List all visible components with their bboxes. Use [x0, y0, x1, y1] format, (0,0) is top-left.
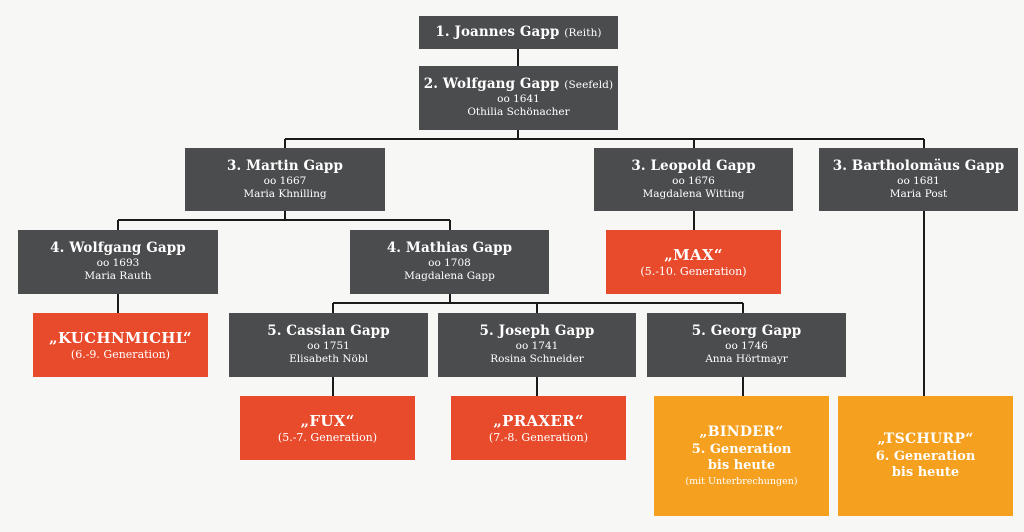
- person-georg-gapp: 5. Georg Gapp oo 1746 Anna Hörtmayr: [647, 313, 846, 377]
- spouse-name: Maria Khnilling: [243, 187, 327, 200]
- generation-start: 6. Generation: [875, 448, 976, 464]
- spouse-name: Maria Rauth: [84, 270, 152, 283]
- generation-range: (7.-8. Generation): [488, 430, 589, 444]
- marriage-year: oo 1641: [497, 93, 540, 106]
- person-cassian-gapp: 5. Cassian Gapp oo 1751 Elisabeth Nöbl: [229, 313, 428, 377]
- housename-label: „MAX“: [664, 245, 723, 264]
- person-name: 4. Wolfgang Gapp: [50, 240, 186, 257]
- marriage-year: oo 1746: [725, 340, 768, 353]
- person-martin-gapp: 3. Martin Gapp oo 1667 Maria Khnilling: [185, 148, 385, 211]
- person-bartholomaeus-gapp: 3. Bartholomäus Gapp oo 1681 Maria Post: [819, 148, 1018, 211]
- generation-note: (mit Unterbrechungen): [685, 476, 798, 488]
- housename-label: „FUX“: [300, 411, 355, 430]
- housename-label: „TSCHURP“: [877, 431, 974, 447]
- housename-tschurp: „TSCHURP“ 6. Generation bis heute: [838, 396, 1013, 516]
- spouse-name: Maria Post: [889, 187, 948, 200]
- housename-binder: „BINDER“ 5. Generation bis heute (mit Un…: [654, 396, 829, 516]
- housename-label: „KUCHNMICHL“: [49, 328, 192, 347]
- marriage-year: oo 1676: [672, 174, 715, 187]
- marriage-year: oo 1708: [428, 257, 471, 270]
- spouse-name: Othilia Schönacher: [467, 106, 570, 119]
- generation-until: bis heute: [891, 464, 960, 480]
- person-joseph-gapp: 5. Joseph Gapp oo 1741 Rosina Schneider: [438, 313, 636, 377]
- marriage-year: oo 1751: [307, 340, 350, 353]
- spouse-name: Rosina Schneider: [490, 353, 584, 366]
- housename-label: „PRAXER“: [493, 411, 584, 430]
- generation-range: (5.-7. Generation): [277, 430, 378, 444]
- person-name: 1. Joannes Gapp: [435, 24, 560, 41]
- spouse-name: Magdalena Witting: [642, 187, 745, 200]
- marriage-year: oo 1693: [96, 257, 140, 270]
- generation-until: bis heute: [707, 457, 776, 473]
- person-name: 5. Cassian Gapp: [267, 323, 390, 340]
- housename-fux: „FUX“ (5.-7. Generation): [240, 396, 415, 460]
- housename-praxer: „PRAXER“ (7.-8. Generation): [451, 396, 626, 460]
- person-name: 5. Joseph Gapp: [479, 323, 595, 340]
- person-mathias-gapp: 4. Mathias Gapp oo 1708 Magdalena Gapp: [350, 230, 549, 294]
- person-name: 3. Martin Gapp: [226, 157, 344, 174]
- housename-label: „BINDER“: [699, 424, 784, 441]
- person-leopold-gapp: 3. Leopold Gapp oo 1676 Magdalena Wittin…: [594, 148, 793, 211]
- generation-start: 5. Generation: [691, 441, 792, 457]
- person-wolfgang-gapp-2: 2. Wolfgang Gapp (Seefeld) oo 1641 Othil…: [419, 66, 618, 130]
- housename-max: „MAX“ (5.-10. Generation): [606, 230, 781, 294]
- person-place: (Reith): [564, 27, 602, 40]
- generation-range: (5.-10. Generation): [640, 264, 747, 278]
- person-name: 3. Leopold Gapp: [631, 157, 756, 174]
- person-name: 3. Bartholomäus Gapp: [832, 157, 1005, 174]
- spouse-name: Magdalena Gapp: [404, 270, 495, 283]
- marriage-year: oo 1681: [897, 174, 940, 187]
- person-wolfgang-gapp-4: 4. Wolfgang Gapp oo 1693 Maria Rauth: [18, 230, 218, 294]
- spouse-name: Anna Hörtmayr: [705, 353, 788, 366]
- generation-range: (6.-9. Generation): [70, 347, 171, 361]
- housename-kuchnmichl: „KUCHNMICHL“ (6.-9. Generation): [33, 313, 208, 377]
- spouse-name: Elisabeth Nöbl: [289, 353, 368, 366]
- marriage-year: oo 1741: [515, 340, 559, 353]
- person-place: (Seefeld): [564, 79, 614, 92]
- person-name: 4. Mathias Gapp: [386, 240, 513, 257]
- person-joannes-gapp: 1. Joannes Gapp (Reith): [419, 16, 618, 49]
- marriage-year: oo 1667: [263, 174, 307, 187]
- person-name: 5. Georg Gapp: [691, 323, 802, 340]
- person-name: 2. Wolfgang Gapp: [423, 76, 560, 93]
